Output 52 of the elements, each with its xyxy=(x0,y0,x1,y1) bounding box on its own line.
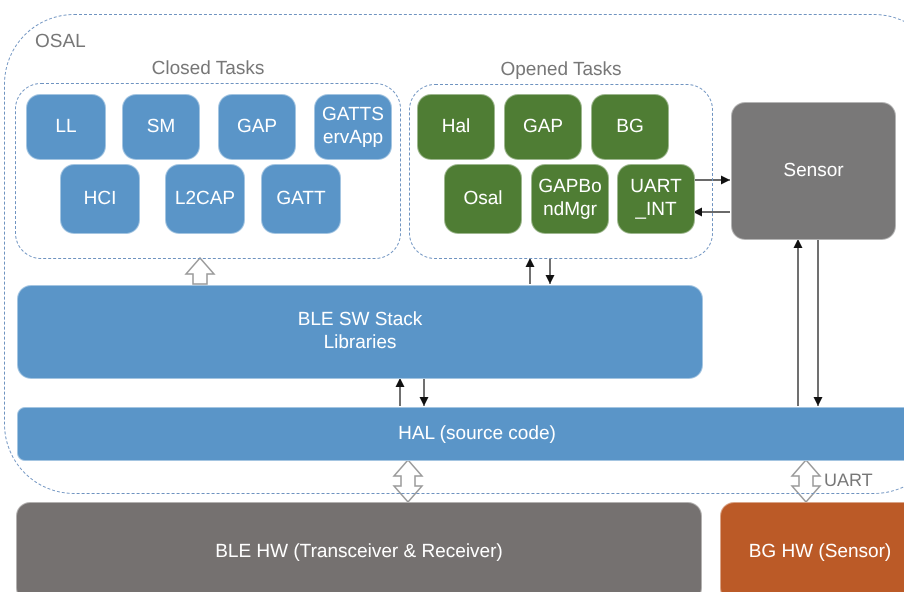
hardware-box xyxy=(720,502,904,592)
module-box xyxy=(60,164,140,234)
module-box xyxy=(17,285,703,379)
module-box xyxy=(122,94,200,160)
arrow xyxy=(546,258,554,284)
module-box xyxy=(218,94,296,160)
arrow xyxy=(526,258,534,284)
task-box xyxy=(617,164,695,234)
node-label: Sensor xyxy=(782,160,845,182)
node-label: UART _INT xyxy=(629,176,683,222)
group-title: Opened Tasks xyxy=(500,59,622,81)
task-box xyxy=(417,94,495,160)
layer-bar xyxy=(17,407,904,461)
task-box xyxy=(591,94,669,160)
hollow-arrow xyxy=(392,458,424,504)
node-label: GATT xyxy=(275,188,327,210)
node-label: Libraries xyxy=(322,332,398,355)
node-label: Osal xyxy=(462,188,504,210)
module-box xyxy=(314,94,392,160)
arrow xyxy=(693,176,730,184)
node-label: HCI xyxy=(82,188,118,210)
node-label: GATTS ervApp xyxy=(321,104,385,150)
node-label: BLE SW Stack xyxy=(296,309,424,332)
task-box xyxy=(504,94,582,160)
node-label: BG HW (Sensor) xyxy=(748,540,892,564)
hollow-arrow xyxy=(184,256,216,285)
node-label: SM xyxy=(146,116,176,138)
node-label: BLE HW (Transceiver & Receiver) xyxy=(214,540,504,564)
arrow xyxy=(693,208,730,216)
arrow xyxy=(420,378,428,406)
node-label: GAPBo ndMgr xyxy=(537,176,603,222)
node-label: GAP xyxy=(236,116,278,138)
node-label: L2CAP xyxy=(174,188,236,210)
node-label: LL xyxy=(54,116,78,138)
arrow xyxy=(814,239,822,406)
region-title: OSAL xyxy=(35,31,86,53)
module-box xyxy=(261,164,341,234)
module-box xyxy=(165,164,245,234)
hardware-box xyxy=(16,502,702,592)
group-title: Closed Tasks xyxy=(152,58,264,80)
task-box xyxy=(531,164,609,234)
node-label: GAP xyxy=(522,116,564,138)
task-box xyxy=(444,164,522,234)
sensor-box xyxy=(731,102,896,240)
hollow-arrow xyxy=(790,458,822,504)
module-box xyxy=(26,94,106,160)
node-label: Hal xyxy=(440,116,472,138)
node-label: HAL (source code) xyxy=(397,422,557,446)
arrow xyxy=(396,378,404,406)
dashed-region xyxy=(4,14,904,494)
arrow xyxy=(794,239,802,406)
node-label: BG xyxy=(615,116,645,138)
